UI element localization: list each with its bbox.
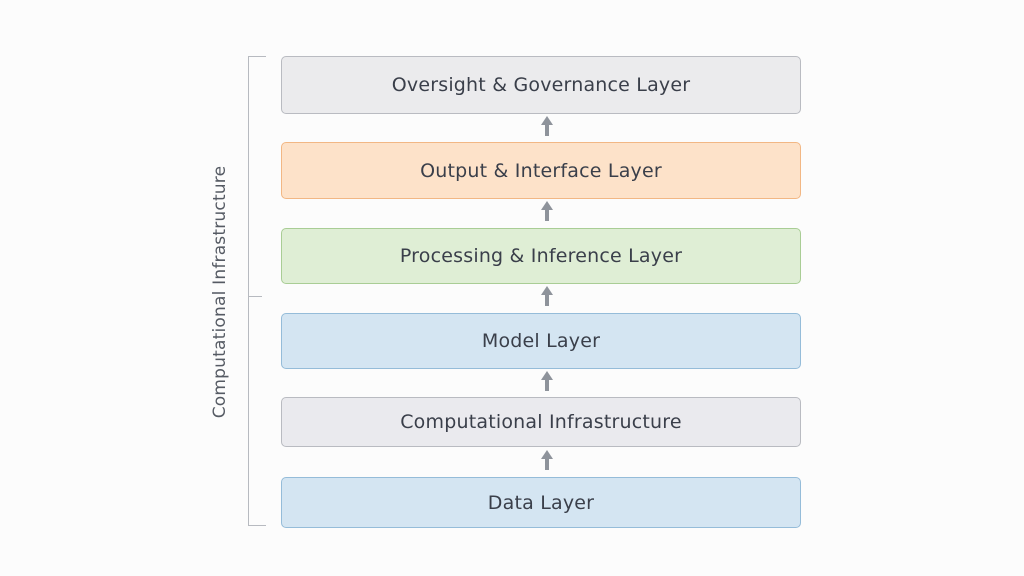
- side-label: Computational Infrastructure: [210, 165, 230, 419]
- layer-label: Model Layer: [481, 330, 601, 352]
- layer-data: Data Layer: [281, 477, 801, 528]
- layer-processing-inference: Processing & Inference Layer: [281, 228, 801, 284]
- layer-oversight-governance: Oversight & Governance Layer: [281, 56, 801, 114]
- layer-label: Output & Interface Layer: [420, 159, 662, 182]
- arrow-up-icon: [541, 450, 553, 474]
- layer-computational-infrastructure: Computational Infrastructure: [281, 397, 801, 447]
- layer-label: Computational Infrastructure: [400, 411, 682, 433]
- arrow-up-icon: [541, 116, 553, 140]
- layer-output-interface: Output & Interface Layer: [281, 142, 801, 199]
- arrow-up-icon: [541, 201, 553, 225]
- layer-label: Data Layer: [487, 491, 595, 514]
- infrastructure-bracket: [248, 56, 266, 526]
- layer-model: Model Layer: [281, 313, 801, 369]
- layer-label: Processing & Inference Layer: [399, 245, 683, 267]
- layer-label: Oversight & Governance Layer: [391, 74, 691, 96]
- arrow-up-icon: [541, 286, 553, 310]
- bracket-divider-tick: [248, 296, 262, 297]
- arrow-up-icon: [541, 371, 553, 395]
